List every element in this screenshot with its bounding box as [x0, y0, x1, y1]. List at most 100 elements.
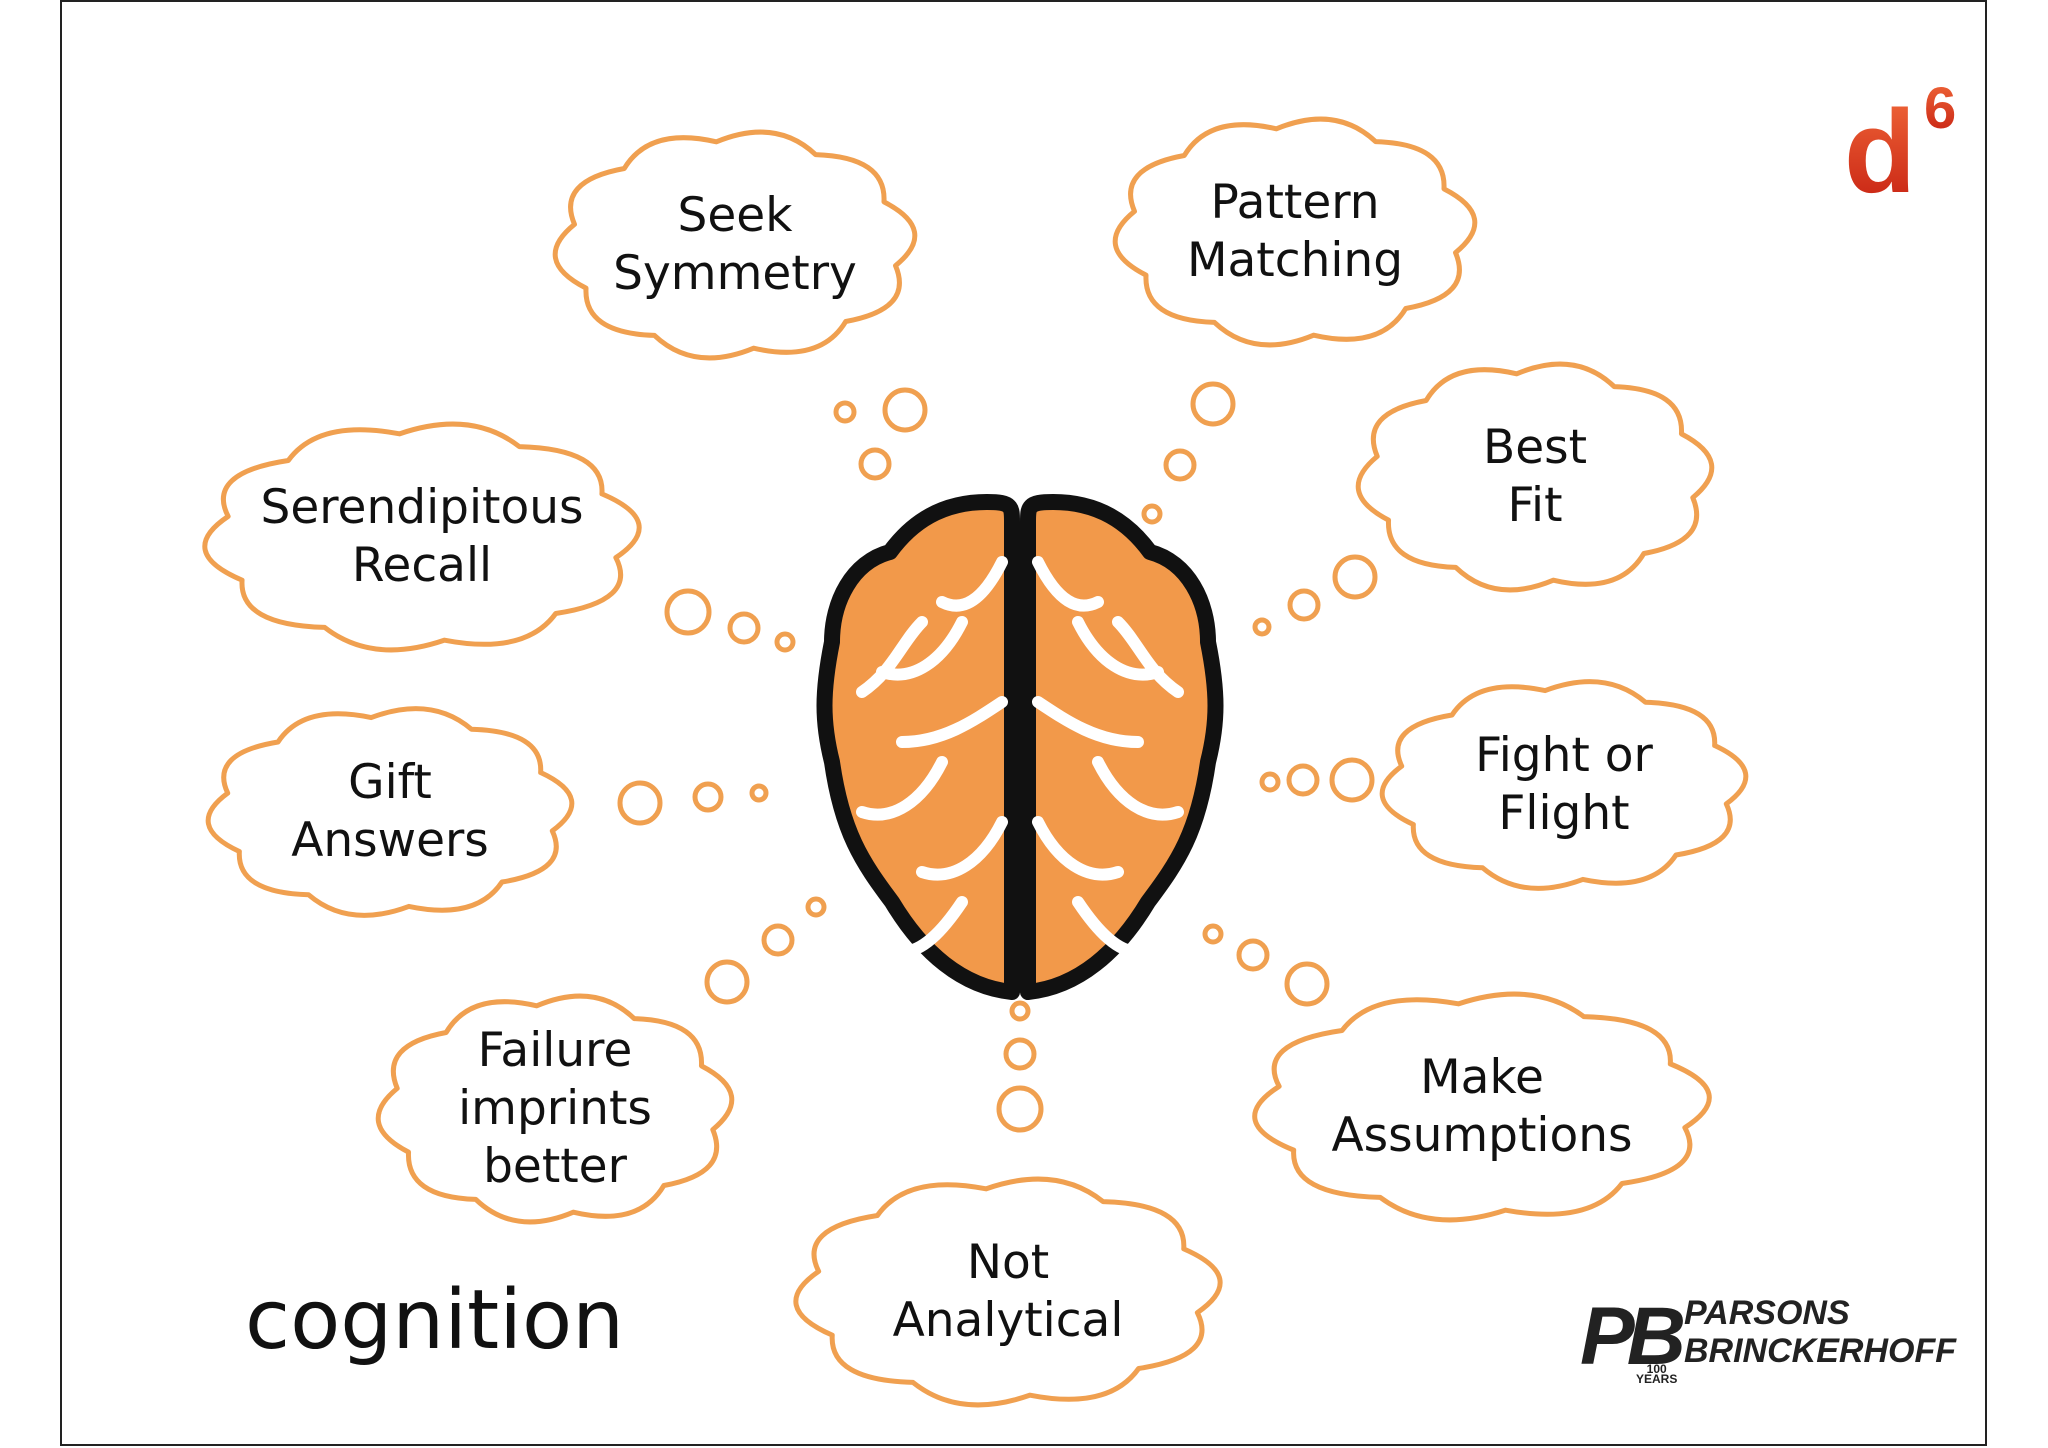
- slide-caption: cognition: [245, 1273, 625, 1368]
- brain-fold: [1032, 556, 1104, 612]
- thought-bubble-dot: [1287, 588, 1321, 622]
- thought-bubble-dot: [1329, 757, 1375, 803]
- thought-bubble-dot: [1163, 448, 1197, 482]
- brain-fold: [1032, 816, 1124, 881]
- d6-superscript: 6: [1924, 76, 1956, 141]
- thought-label-line: Not: [966, 1235, 1050, 1290]
- thought-label-line: Pattern: [1210, 175, 1380, 230]
- parsons-brinckerhoff-logo: PB PARSONS BRINCKERHOFF 100 YEARS: [1580, 1292, 2000, 1392]
- thought-label-line: Analytical: [892, 1293, 1124, 1348]
- thought-label-line: Assumptions: [1331, 1108, 1633, 1163]
- thought-label-line: Serendipitous: [260, 480, 584, 535]
- thought-bubble-dot: [1141, 503, 1163, 525]
- cloud-shape: [793, 1176, 1223, 1408]
- thought-cloud-make-assumptions: [1202, 923, 1712, 1223]
- thought-bubble-dot: [664, 588, 712, 636]
- thought-bubble-dot: [1332, 554, 1378, 600]
- thought-bubble-dot: [1009, 1000, 1031, 1022]
- brain-fold: [936, 556, 1008, 612]
- thought-label-line: Flight: [1498, 786, 1630, 841]
- cognition-diagram: [202, 116, 1749, 1408]
- thought-label-line: Symmetry: [613, 246, 857, 301]
- thought-label-line: imprints: [458, 1081, 652, 1136]
- thought-bubble-dot: [1252, 617, 1272, 637]
- pb-logo-name: PARSONS BRINCKERHOFF: [1684, 1294, 1956, 1370]
- brain-fold: [1032, 696, 1144, 748]
- cloud-shape: [375, 993, 735, 1225]
- d6-base: d: [1844, 86, 1916, 208]
- thought-cloud-failure-imprints-better: [375, 896, 827, 1225]
- d6-logo: d 6: [1844, 76, 1956, 208]
- thought-bubble-dot: [1003, 1037, 1037, 1071]
- brain-fold: [876, 616, 968, 681]
- cloud-shape: [1355, 361, 1715, 593]
- thought-cloud-fight-or-flight: [1259, 679, 1749, 891]
- thought-bubble-dot: [858, 447, 892, 481]
- thought-label-line: Make: [1420, 1050, 1544, 1105]
- brain-fold: [1112, 616, 1184, 698]
- thought-label-line: Fight or: [1475, 728, 1653, 783]
- thought-cloud-serendipitous-recall: [202, 421, 796, 653]
- brain-fold: [856, 756, 948, 821]
- brain-fold: [896, 696, 1008, 748]
- thought-bubble-dot: [704, 959, 750, 1005]
- thought-label-line: Gift: [348, 755, 432, 810]
- thought-bubble-dot: [727, 611, 761, 645]
- thought-bubble-dot: [1259, 771, 1281, 793]
- cloud-shape: [205, 706, 575, 918]
- thought-label-line: Seek: [677, 188, 793, 243]
- thought-bubble-dot: [833, 400, 857, 424]
- thought-bubble-dot: [749, 783, 769, 803]
- cloud-shape: [1112, 116, 1478, 348]
- thought-bubble-dot: [1190, 381, 1236, 427]
- thought-cloud-not-analytical: [793, 1000, 1223, 1408]
- thought-bubble-dot: [1202, 923, 1224, 945]
- thought-bubble-dot: [692, 781, 724, 813]
- pb-logo-mark: PB: [1580, 1291, 1686, 1382]
- thought-cloud-gift-answers: [205, 706, 769, 918]
- thought-bubble-dot: [805, 896, 827, 918]
- brain-right-hemisphere: [1020, 494, 1224, 1000]
- brain-fold: [1092, 756, 1184, 821]
- thought-bubble-dot: [996, 1085, 1044, 1133]
- brain-fold: [1072, 896, 1144, 958]
- thought-bubble-dot: [1284, 961, 1330, 1007]
- thought-cloud-seek-symmetry: [552, 129, 928, 481]
- thought-bubble-dot: [1236, 938, 1270, 972]
- brain-icon: [816, 494, 1224, 1000]
- thought-cloud-pattern-matching: [1112, 116, 1478, 525]
- thought-bubble-dot: [617, 780, 663, 826]
- cloud-shape: [1379, 679, 1749, 891]
- thought-bubble-dot: [774, 631, 796, 653]
- thought-bubble-dot: [761, 923, 795, 957]
- pb-logo-name-line: PARSONS: [1684, 1294, 1850, 1332]
- cloud-shape: [1252, 991, 1712, 1223]
- brain-left-hemisphere: [816, 494, 1020, 1000]
- thought-label-line: Failure: [477, 1023, 633, 1078]
- brain-fold: [896, 896, 968, 958]
- thought-label-line: Matching: [1186, 233, 1404, 288]
- cloud-shape: [202, 421, 642, 653]
- thought-label-line: better: [483, 1139, 627, 1194]
- thought-label-line: Recall: [351, 538, 493, 593]
- thought-clouds: [202, 116, 1749, 1408]
- brain-fold: [916, 816, 1008, 881]
- thought-label-line: Answers: [291, 813, 489, 868]
- brain-fold: [1072, 616, 1164, 681]
- pb-logo-badge: 100 YEARS: [1636, 1363, 1677, 1385]
- cloud-shape: [552, 129, 918, 361]
- thought-cloud-best-fit: [1252, 361, 1715, 637]
- thought-label-line: Best: [1482, 420, 1588, 475]
- brain-fold: [856, 616, 928, 698]
- thought-bubble-dot: [1286, 763, 1320, 797]
